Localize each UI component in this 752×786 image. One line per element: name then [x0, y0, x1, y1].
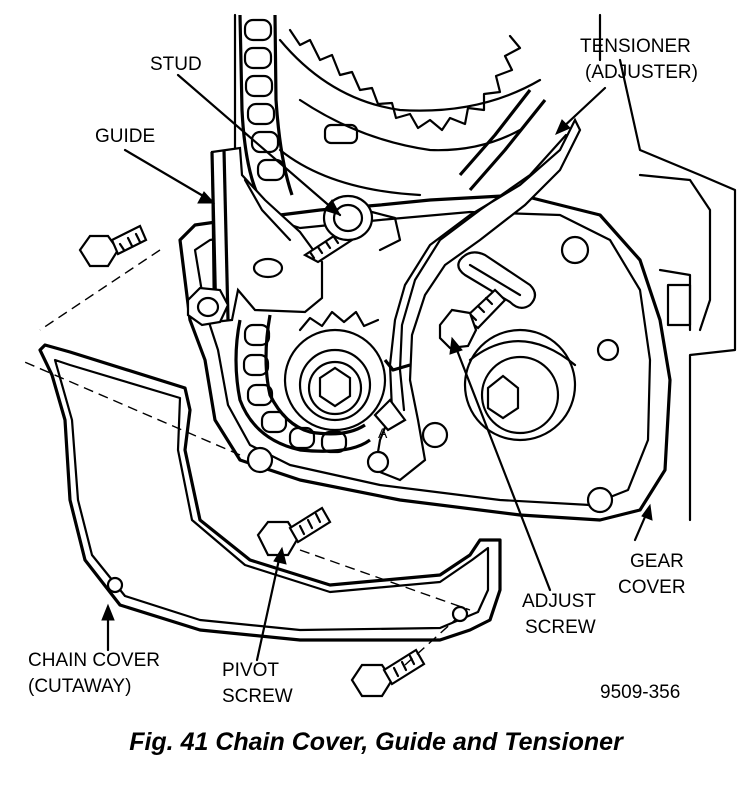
crank-sprocket — [283, 310, 387, 432]
label-gear-cover-line1: GEAR — [630, 551, 684, 572]
tensioner-arm: A — [366, 117, 582, 482]
label-pivot-screw-line2: SCREW — [222, 686, 293, 707]
guide-nut — [186, 286, 230, 327]
alignment-lines — [19, 249, 471, 666]
label-adjust-screw-line2: SCREW — [525, 617, 596, 638]
stud-nut — [302, 194, 402, 264]
label-adjust-screw-line1: ADJUST — [522, 591, 596, 612]
loose-bolt-upper-left — [78, 224, 148, 268]
pivot-screw-bolt — [256, 506, 332, 557]
label-chain-cover-line2: (CUTAWAY) — [28, 676, 131, 697]
label-tensioner-line2: (ADJUSTER) — [585, 62, 698, 83]
adjust-screw — [438, 288, 507, 350]
balance-shaft-gear — [463, 328, 577, 442]
chain-guide — [210, 146, 324, 324]
figure-caption: Fig. 41 Chain Cover, Guide and Tensioner — [129, 728, 623, 756]
timing-chain — [234, 14, 547, 454]
tensioner-slot-plate — [457, 251, 537, 309]
leader-lines — [101, 73, 653, 662]
label-chain-cover-line1: CHAIN COVER — [28, 650, 160, 671]
chain-cover-diagram: A — [19, 13, 737, 707]
label-guide: GUIDE — [95, 126, 155, 147]
label-gear-cover-line2: COVER — [618, 577, 686, 598]
label-pivot-screw-line1: PIVOT — [222, 660, 279, 681]
chain-cover-cutaway — [38, 343, 502, 642]
loose-bolt-lower — [350, 648, 426, 698]
label-stud: STUD — [150, 54, 202, 75]
cam-sprocket — [278, 28, 542, 197]
label-tensioner-line1: TENSIONER — [580, 36, 691, 57]
svg-text:A: A — [378, 425, 388, 441]
figure-number: 9509-356 — [600, 682, 680, 703]
